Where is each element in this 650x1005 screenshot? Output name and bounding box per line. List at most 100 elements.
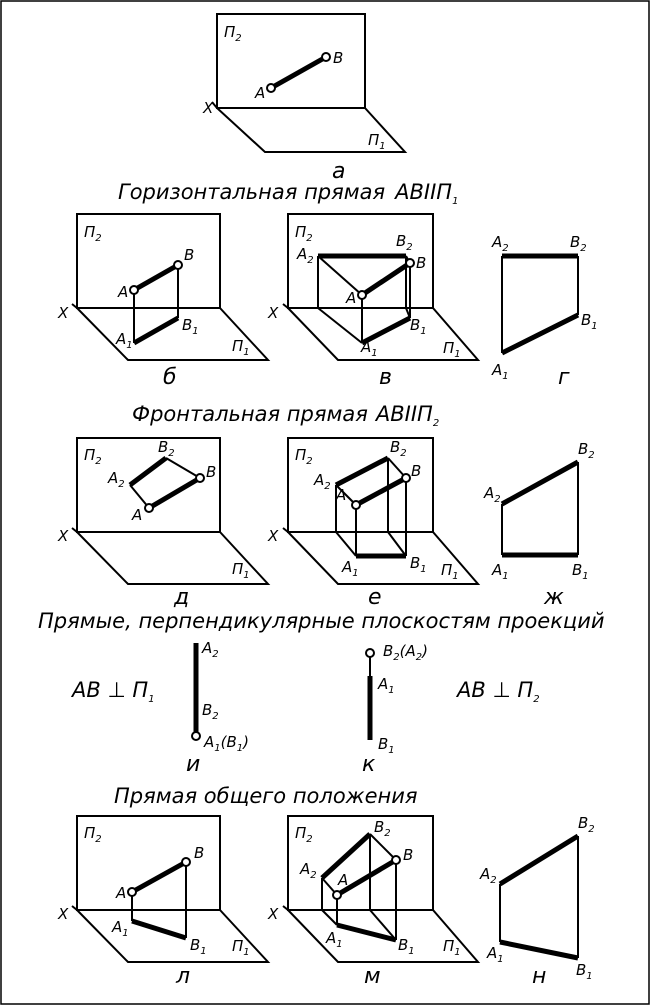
perp-left-text: AB ⊥ П1: [70, 678, 155, 705]
label-p2: П2: [295, 446, 313, 467]
caption-zh: ж: [543, 585, 564, 610]
label-p1: П1: [368, 131, 386, 152]
x-axis: [71, 527, 78, 533]
label-b: B: [416, 254, 426, 272]
label-a2: A2: [299, 860, 317, 881]
point-a: [129, 285, 139, 295]
link-b2-b: [369, 833, 397, 861]
label-b: B: [184, 246, 194, 264]
x-axis: [282, 905, 289, 911]
label-a1: A1: [111, 918, 129, 939]
point-b: [173, 260, 183, 270]
label-p2: П2: [224, 23, 242, 44]
label-b1: B1: [182, 316, 199, 337]
label-p1: П1: [443, 937, 461, 958]
point-b2a2: [365, 648, 375, 658]
point-b: [321, 52, 331, 62]
label-p1: П1: [232, 560, 250, 581]
segment-a1b1: [499, 939, 579, 961]
label-a1-b1: A1(B1): [203, 733, 249, 754]
label-a1: A1: [491, 561, 509, 582]
point-a: [351, 500, 361, 510]
plane-p1: [287, 531, 481, 585]
label-p2: П2: [295, 824, 313, 845]
drawing-e: П2 X A2 B2 B A A1 B1 П1 е: [267, 437, 481, 610]
plane-p1: [287, 909, 481, 963]
drawing-i: AB ⊥ П1 A2 B2 A1(B1) и: [70, 639, 249, 777]
link-axis-b1: [387, 531, 407, 557]
label-x: X: [57, 527, 69, 545]
label-a: A: [115, 884, 126, 902]
caption-m: м: [364, 964, 381, 989]
drawing-a: П2 X A B П1 а: [202, 13, 408, 184]
x-axis: [211, 101, 218, 109]
label-p2: П2: [84, 223, 102, 244]
label-p1: П1: [232, 337, 250, 358]
plane-p1: [76, 531, 271, 585]
drawing-m: П2 X A2 B2 B A A1 B1 П1 м: [267, 815, 481, 989]
label-x: X: [267, 905, 279, 923]
header-perpendicular: Прямые, перпендикулярные плоскостям прое…: [38, 609, 605, 633]
label-b1: B1: [572, 561, 589, 582]
label-a1: A1: [115, 330, 133, 351]
x-axis: [282, 303, 289, 309]
link-axis-a1: [317, 307, 363, 344]
label-x: X: [57, 905, 69, 923]
label-b: B: [403, 846, 413, 864]
caption-l: л: [175, 964, 190, 989]
drawing-d: П2 X A2 B2 B A П1 д: [57, 437, 271, 610]
segment-a1b1: [500, 312, 580, 356]
segment-a1b1: [336, 922, 397, 943]
segment-a1b1: [131, 918, 187, 941]
caption-a: а: [332, 159, 345, 184]
label-a1: A1: [491, 361, 509, 382]
link-axis-a1: [321, 909, 338, 926]
drawing-n: A2 B2 A1 B1 н: [479, 814, 595, 989]
label-a2: A2: [201, 639, 219, 660]
label-p2: П2: [84, 446, 102, 467]
drawing-zh: A2 B2 A1 B1 ж: [483, 440, 595, 610]
label-x: X: [57, 304, 69, 322]
segment-a2b2: [500, 459, 580, 507]
segment-a2b2: [320, 832, 372, 880]
drawing-b: П2 X A B A1 B1 П1 б: [57, 213, 271, 390]
segment-ab: [130, 859, 188, 895]
label-b1: B1: [410, 554, 427, 575]
point-b: [405, 258, 415, 268]
drawing-l: П2 X A B A1 B1 П1 л: [57, 815, 271, 989]
caption-i: и: [186, 752, 200, 777]
label-b2: B2: [570, 233, 587, 254]
segment-ab: [132, 262, 180, 293]
label-b1: B1: [410, 316, 427, 337]
label-p1: П1: [443, 339, 461, 360]
plane-p1: [287, 307, 481, 361]
segment-a1b1: [360, 315, 412, 346]
label-b: B: [411, 462, 421, 480]
label-b: B: [333, 49, 343, 67]
label-p2: П2: [295, 223, 313, 244]
label-a2: A2: [491, 233, 509, 254]
point-a: [127, 887, 137, 897]
x-axis: [282, 527, 289, 533]
label-x: X: [267, 527, 279, 545]
point-a: [144, 503, 154, 513]
label-b1: B1: [378, 735, 395, 756]
header-general: Прямая общего положения: [114, 784, 418, 808]
label-a2: A2: [479, 865, 497, 886]
label-b2: B2: [578, 440, 595, 461]
caption-e: е: [368, 585, 382, 610]
caption-k: к: [362, 752, 376, 777]
label-b2: B2: [374, 818, 391, 839]
label-x: X: [267, 304, 279, 322]
link-axis-a1: [335, 531, 357, 557]
point-b: [391, 855, 401, 865]
perp-right-text: AB ⊥ П2: [455, 678, 540, 705]
x-axis: [71, 905, 78, 911]
plane-p2: [76, 437, 221, 533]
caption-v: в: [379, 365, 392, 390]
point-a: [332, 890, 342, 900]
label-a1: A1: [341, 558, 359, 579]
